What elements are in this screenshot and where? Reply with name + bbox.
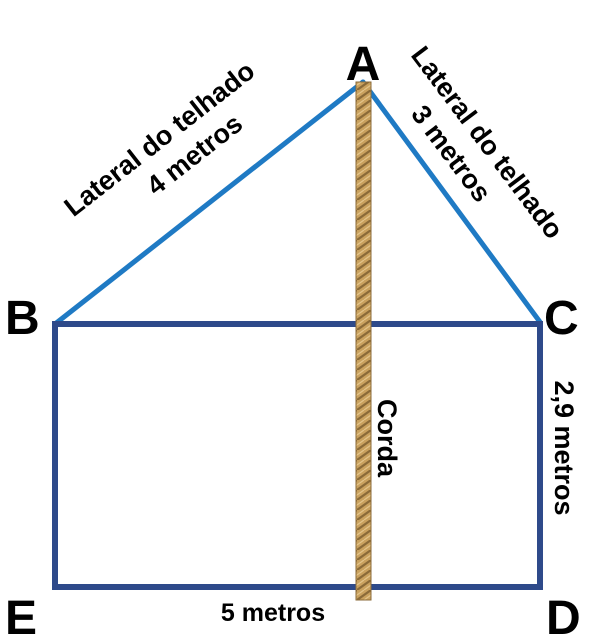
point-d-label: D [546, 592, 581, 637]
point-a-label: A [346, 38, 381, 91]
roof-left-side [52, 79, 366, 327]
wall-height-label: 2,9 metros [549, 380, 579, 515]
rope-label: Corda [372, 399, 402, 478]
point-e-label: E [5, 592, 37, 637]
roof-right-side [360, 79, 543, 325]
base-length-label: 5 metros [221, 599, 325, 627]
point-c-label: C [544, 292, 579, 345]
point-b-label: B [5, 292, 40, 345]
rope [355, 81, 372, 601]
house-wall-rectangle [52, 321, 543, 590]
